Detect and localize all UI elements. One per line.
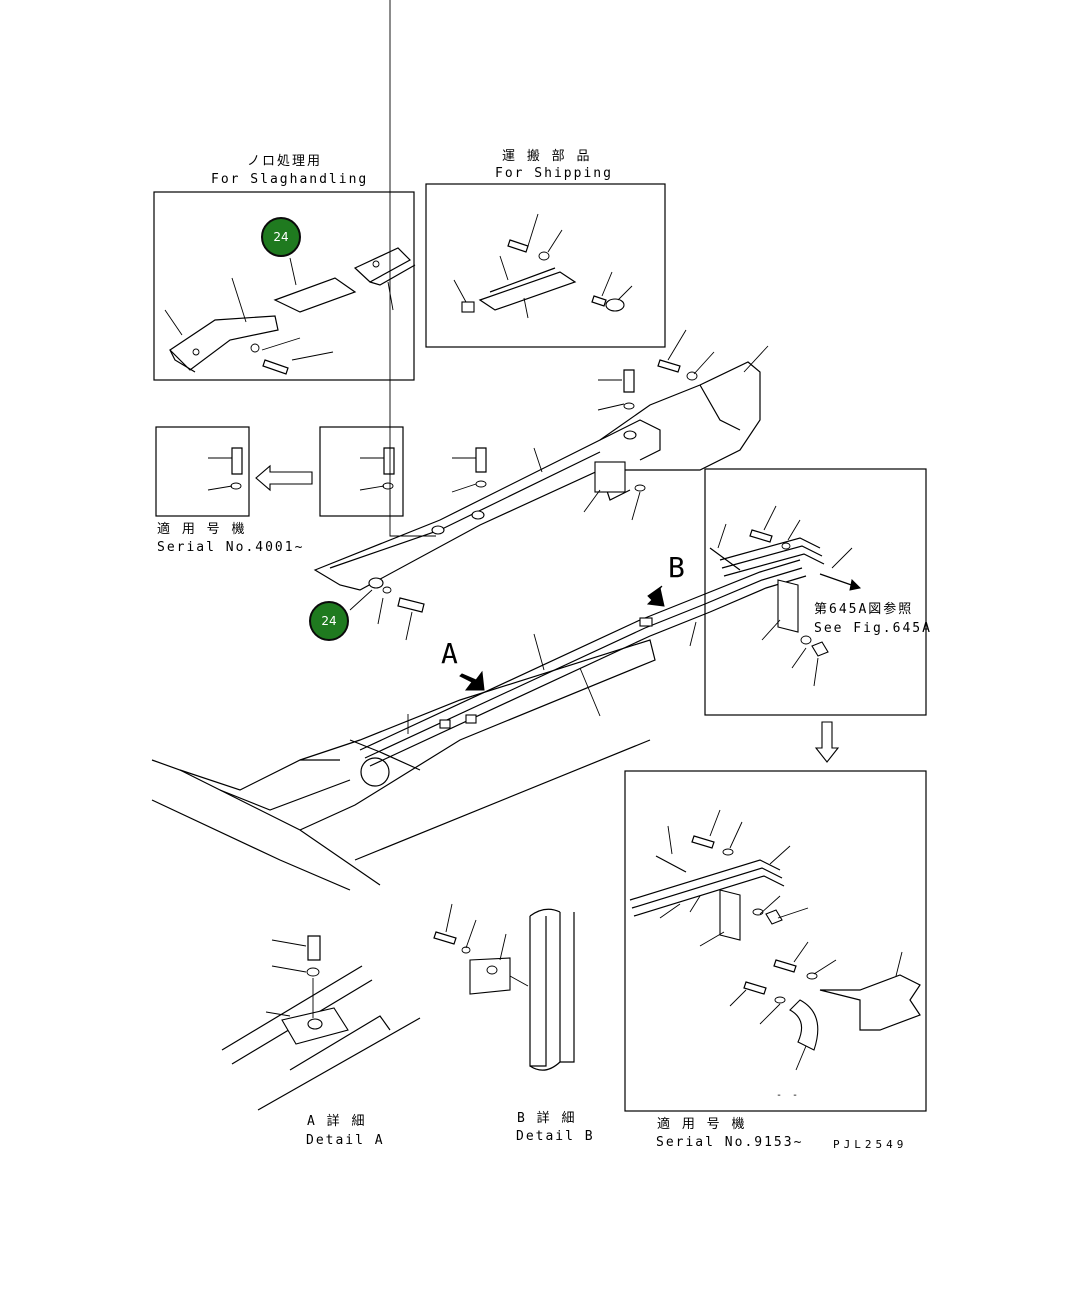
detail-b-jp: B 詳 細 bbox=[517, 1111, 577, 1126]
callout-24-top[interactable]: 24 bbox=[261, 217, 301, 257]
serial-9153-box bbox=[624, 770, 927, 1112]
see-fig-jp: 第645A図参照 bbox=[814, 602, 914, 617]
shipping-box bbox=[425, 183, 666, 348]
slaghandling-box bbox=[153, 191, 416, 381]
detail-b-drawing bbox=[433, 903, 575, 1071]
small-mark: - - bbox=[776, 1090, 801, 1101]
view-marker-a: A bbox=[441, 637, 458, 670]
detail-a-drawing bbox=[221, 935, 421, 1111]
serial-4001-en: Serial No.4001~ bbox=[157, 540, 305, 555]
serial-9153-jp: 適 用 号 機 bbox=[657, 1117, 747, 1132]
slaghandling-title-jp: ノロ処理用 bbox=[247, 154, 323, 169]
down-arrow bbox=[814, 721, 840, 763]
shipping-title-jp: 運 搬 部 品 bbox=[502, 149, 592, 164]
shipping-title-en: For Shipping bbox=[495, 166, 613, 181]
see-fig-en: See Fig.645A bbox=[814, 621, 932, 636]
serial-4001-jp: 適 用 号 機 bbox=[157, 522, 247, 537]
view-marker-b: B bbox=[668, 551, 685, 584]
serial-9153-en: Serial No.9153~ bbox=[656, 1135, 804, 1150]
detail-a-en: Detail A bbox=[306, 1133, 385, 1148]
drawing-code: PJL2549 bbox=[833, 1138, 908, 1151]
main-arm-assembly bbox=[313, 0, 769, 641]
detail-b-en: Detail B bbox=[516, 1129, 595, 1144]
slaghandling-title-en: For Slaghandling bbox=[211, 172, 369, 187]
detail-a-jp: A 詳 細 bbox=[307, 1114, 367, 1129]
serial-4001-boxes bbox=[155, 426, 404, 517]
callout-24-bottom[interactable]: 24 bbox=[309, 601, 349, 641]
see-fig-box bbox=[704, 468, 927, 716]
